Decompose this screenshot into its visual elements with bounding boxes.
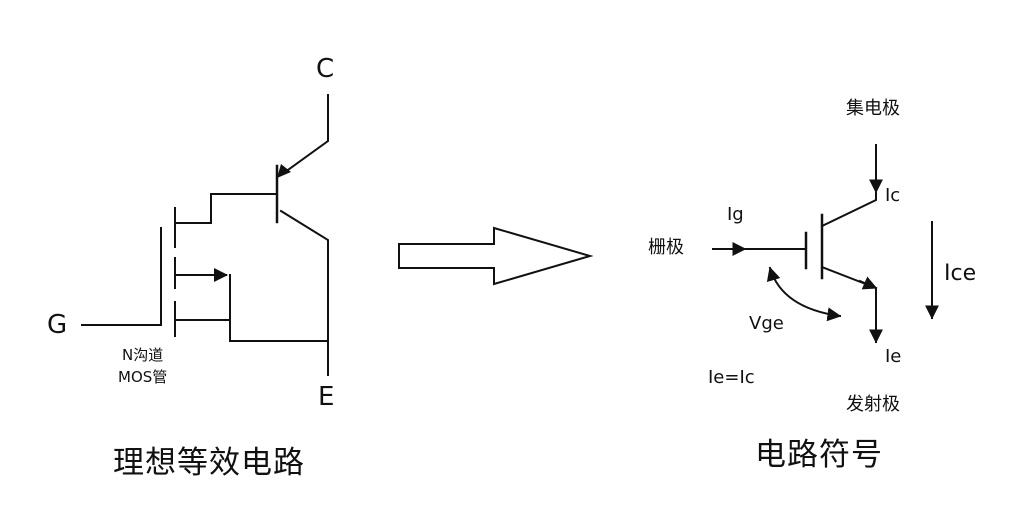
mos-source-wire xyxy=(174,274,231,321)
ice-label: Ice xyxy=(944,261,977,286)
gate-label: 栅极 xyxy=(648,237,684,258)
mos-drain-wire xyxy=(174,193,278,224)
igbt-symbol xyxy=(712,144,939,344)
symbol-emitter-lead xyxy=(820,265,877,341)
bjt-collector-lead xyxy=(279,94,329,177)
mos-label-line1: N沟道 xyxy=(122,346,164,364)
mos-gate-lead xyxy=(81,227,162,326)
terminal-e-label: E xyxy=(318,382,335,412)
transform-arrow xyxy=(398,226,594,286)
collector-label: 集电极 xyxy=(846,98,900,119)
equivalent-circuit xyxy=(81,94,329,376)
mos-label-line2: MOS管 xyxy=(118,368,168,386)
terminal-g-label: G xyxy=(47,310,68,340)
equivalent-caption: 理想等效电路 xyxy=(113,445,305,481)
ie-label: Ie xyxy=(885,346,902,367)
emitter-label: 发射极 xyxy=(846,394,900,415)
bjt-emitter-lead xyxy=(279,209,329,376)
emitter-rail-link xyxy=(229,319,329,342)
terminal-c-label: C xyxy=(316,54,335,84)
ic-label: Ic xyxy=(885,185,901,206)
vge-label: Vge xyxy=(749,313,784,334)
symbol-caption: 电路符号 xyxy=(755,437,883,473)
ig-label: Ig xyxy=(727,204,744,225)
vge-arrow xyxy=(766,266,842,322)
bjt-collector-arrowhead xyxy=(277,164,291,178)
emitter-arrow xyxy=(858,276,878,290)
symbol-collector-lead xyxy=(820,144,877,228)
equation-label: Ie=Ic xyxy=(708,367,755,388)
mos-body-arrowhead xyxy=(214,268,228,282)
